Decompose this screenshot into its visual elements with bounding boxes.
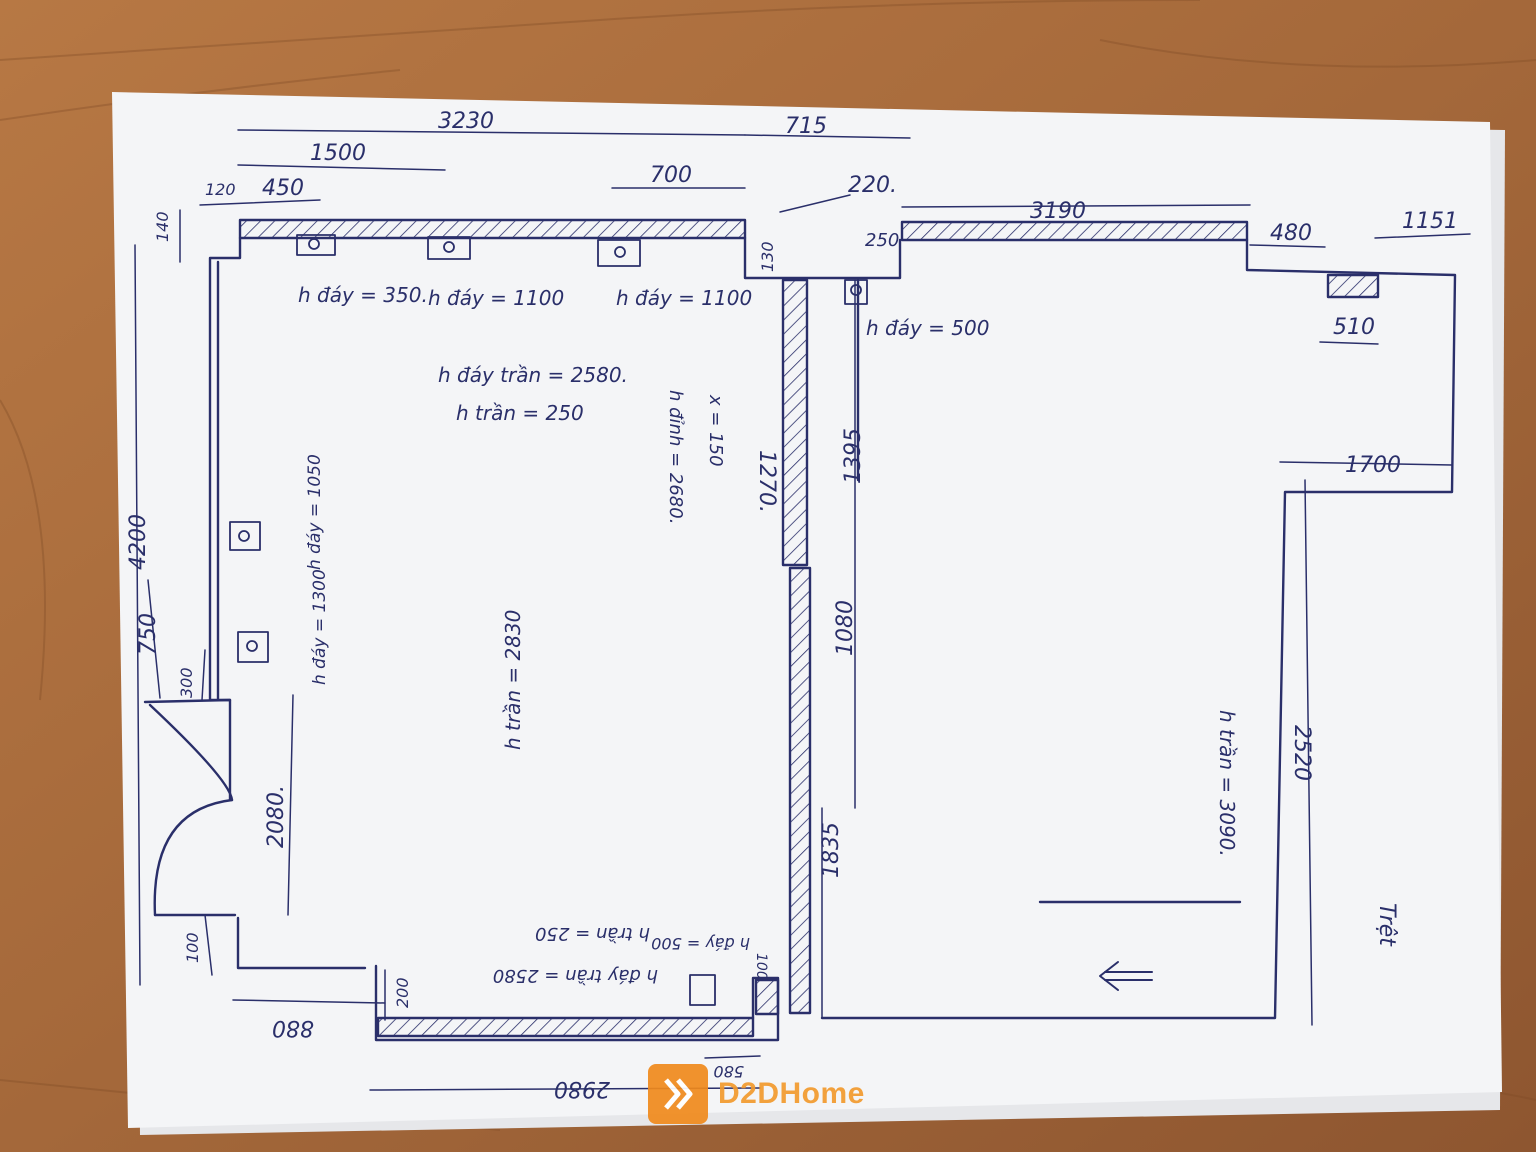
dim-220: 220. (848, 173, 897, 198)
dim-120: 120 (205, 180, 236, 199)
note-bottom-2580: h đáy trần = 2580 (493, 965, 658, 986)
dim-100-bottom: 100 (753, 953, 769, 980)
dim-510: 510 (1333, 315, 1375, 340)
dim-130: 130 (758, 241, 777, 272)
dim-2080: 2080. (264, 785, 289, 848)
dim-1270: 1270. (754, 450, 779, 513)
dim-1080: 1080 (833, 600, 858, 656)
walls (143, 218, 1457, 1042)
note-left-1050: h đáy = 1050 (305, 454, 325, 570)
note-tran: h trần = 250 (456, 401, 584, 425)
dim-1151: 1151 (1402, 209, 1458, 234)
note-h-500: h đáy = 500 (866, 316, 989, 340)
dim-1500: 1500 (310, 141, 366, 166)
entry-arrow-icon (1099, 961, 1153, 991)
chevron-right-icon (664, 1078, 693, 1110)
outlet-icons (229, 234, 868, 1006)
brand-logo-icon (648, 1064, 708, 1124)
note-left-1300: h đáy = 1300 (310, 569, 330, 685)
dim-4200: 4200 (126, 514, 151, 570)
note-h-350: h đáy = 350. (298, 283, 428, 307)
dim-3230: 3230 (438, 109, 494, 134)
dim-250-top: 250 (865, 230, 899, 251)
dim-140: 140 (153, 211, 172, 242)
note-door-2680: h đỉnh = 2680. (665, 390, 686, 524)
dim-700: 700 (650, 163, 692, 188)
dim-100-left: 100 (183, 932, 202, 963)
height-notes: h đáy = 350. h đáy = 1100 h đáy = 1100 h… (298, 283, 1399, 986)
dim-2520: 2520 (1289, 725, 1314, 781)
note-tran-day: h đáy trần = 2580. (438, 363, 628, 387)
note-h-1100-b: h đáy = 1100 (616, 286, 752, 310)
corner-label: Trệt (1374, 903, 1399, 947)
note-h-1100-a: h đáy = 1100 (428, 286, 564, 310)
note-right-3090: h trần = 3090. (1215, 710, 1239, 857)
dim-450: 450 (262, 176, 304, 201)
note-bottom-500: h đáy = 500 (651, 934, 750, 953)
note-center-2830: h trần = 2830 (501, 610, 525, 750)
dim-200-bottom: 200 (393, 977, 412, 1008)
dim-880: 880 (272, 1015, 314, 1040)
dim-1700: 1700 (1345, 453, 1401, 478)
dim-1395: 1395 (841, 428, 866, 484)
note-door-150: x = 150 (705, 394, 726, 467)
dim-750: 750 (136, 613, 161, 655)
brand-watermark: D2DHome (648, 1064, 865, 1124)
note-bottom-250: h trần = 250 (535, 923, 650, 944)
dim-300: 300 (177, 667, 196, 698)
dim-480: 480 (1270, 221, 1312, 246)
brand-name: D2DHome (718, 1077, 865, 1110)
dim-1835: 1835 (819, 822, 844, 878)
dim-2980: 2980 (554, 1076, 610, 1101)
dim-715: 715 (785, 114, 827, 139)
dim-3190: 3190 (1030, 199, 1086, 224)
dimension-labels: 3230 715 1500 700 120 450 140 220. 3190 … (126, 109, 1458, 1101)
dim-580: 580 (713, 1062, 744, 1081)
